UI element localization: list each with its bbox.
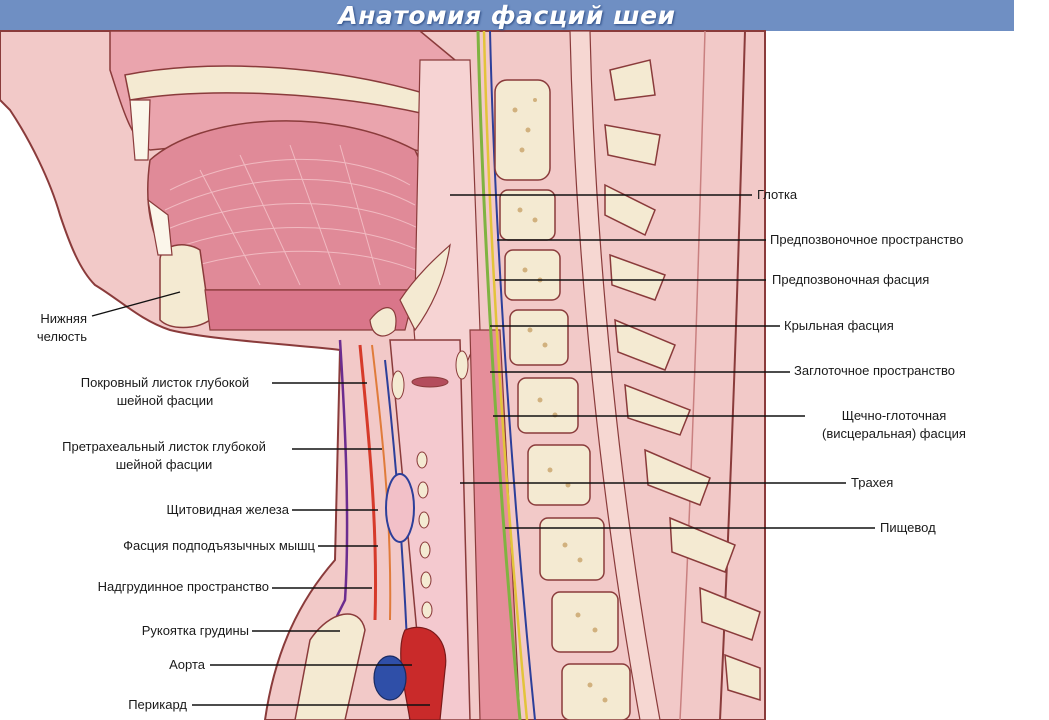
page-title: Анатомия фасций шеи <box>338 1 676 30</box>
manubrium <box>294 613 366 720</box>
label-line: шейной фасции <box>116 393 214 408</box>
label-line: Щечно-глоточная <box>841 408 947 423</box>
label-line: Аорта <box>169 657 205 672</box>
spinous-processes <box>604 59 761 702</box>
label-mandible: Нижняя челюсть <box>37 310 87 346</box>
label-aorta: Аорта <box>169 656 205 674</box>
label-line: Предпозвоночная фасция <box>772 272 930 287</box>
label-line: Фасция подподъязычных мышц <box>123 538 315 553</box>
aorta-vessel <box>400 626 447 720</box>
label-line: Надгрудинное пространство <box>97 579 269 594</box>
label-line: Щитовидная железа <box>166 502 289 517</box>
label-retropharyngeal-space: Заглоточное пространство <box>794 362 955 380</box>
mylohyoid-muscle <box>204 289 416 331</box>
label-manubrium: Рукоятка грудины <box>142 622 249 640</box>
label-prevertebral-space: Предпозвоночное пространство <box>770 231 963 249</box>
title-banner <box>0 0 1014 31</box>
label-line: челюсть <box>36 329 87 344</box>
pretracheal-fascia-line <box>358 344 378 621</box>
label-line: Глотка <box>757 187 798 202</box>
label-esophagus: Пищевод <box>880 519 936 537</box>
back-skin-edge <box>719 30 746 720</box>
label-line: Перикард <box>128 697 187 712</box>
label-line: шейной фасции <box>115 457 213 472</box>
label-buccopharyngeal-fascia: Щечно-глоточная (висцеральная) фасция <box>808 407 980 443</box>
epiglottis <box>399 243 451 332</box>
label-line: Рукоятка грудины <box>141 623 249 638</box>
label-line: Крыльная фасция <box>784 318 894 333</box>
label-line: Покровный листок глубокой <box>80 375 250 390</box>
spinal-cord <box>569 30 661 720</box>
brachiocephalic-vein <box>373 655 407 701</box>
thyroid-gland <box>385 473 415 543</box>
upper-tooth <box>129 99 151 161</box>
trachea <box>389 339 471 720</box>
label-pericardium: Перикард <box>128 696 187 714</box>
label-investing-fascia: Покровный листок глубокой шейной фасции <box>58 374 272 410</box>
investing-fascia-line <box>328 339 349 631</box>
infrahyoid-fascia-line <box>371 344 392 621</box>
label-infrahyoid-fascia: Фасция подподъязычных мышц <box>123 537 315 555</box>
lower-tooth <box>147 198 173 256</box>
label-alar-fascia: Крыльная фасция <box>784 317 894 335</box>
label-line: Пищевод <box>880 520 936 535</box>
label-line: Заглоточное пространство <box>794 363 956 378</box>
label-pretracheal-fascia: Претрахеальный листок глубокой шейной фа… <box>36 438 292 474</box>
label-line: (висцеральная) фасция <box>822 426 966 441</box>
label-line: Нижняя <box>40 311 87 326</box>
label-thyroid: Щитовидная железа <box>166 501 289 519</box>
buccopharyngeal-fascia-line <box>489 30 536 720</box>
label-pharynx: Глотка <box>757 186 797 204</box>
label-trachea: Трахея <box>851 474 893 492</box>
label-line: Претрахеальный листок глубокой <box>62 439 266 454</box>
label-line: Предпозвоночное пространство <box>770 232 964 247</box>
label-line: Трахея <box>851 475 894 490</box>
label-prevertebral-fascia: Предпозвоночная фасция <box>772 271 929 289</box>
label-suprasternal-space: Надгрудинное пространство <box>98 578 269 596</box>
hyoid <box>369 307 397 337</box>
vertebral-column <box>494 79 631 720</box>
vocal-fold <box>411 376 449 388</box>
prevertebral-fascia-line <box>476 30 522 720</box>
alar-fascia-line <box>482 30 529 720</box>
